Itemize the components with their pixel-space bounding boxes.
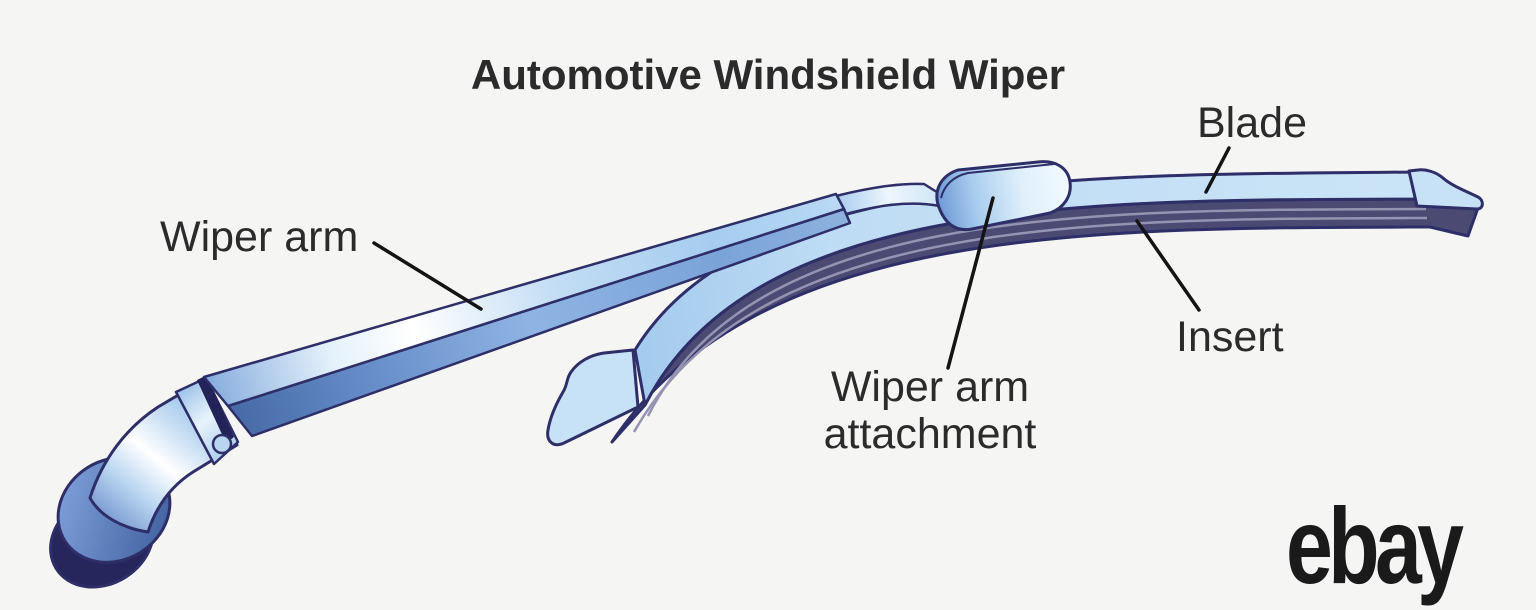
attachment-body: [935, 160, 1072, 232]
blade-right-end-cap: [1407, 168, 1484, 211]
label-insert: Insert: [1176, 313, 1284, 361]
blade-left-end-cap: [546, 348, 640, 447]
ebay-logo: ebay: [1286, 485, 1464, 606]
page-title: Automotive Windshield Wiper: [470, 51, 1066, 98]
insert-stripe-upper: [646, 207, 1427, 417]
leader-lines: [372, 146, 1231, 370]
wiper-arm-attachment: [935, 160, 1072, 232]
leader-line-wiper-arm: [372, 241, 483, 311]
label-wiper-arm: Wiper arm: [160, 213, 359, 261]
hinge-rivet-icon: [211, 433, 233, 455]
leader-line-attachment: [946, 196, 995, 370]
leader-line-insert: [1135, 219, 1201, 312]
wiper-arm: [49, 192, 852, 589]
insert-stripe-lower: [632, 216, 1428, 433]
arm-end-edge: [197, 375, 234, 443]
attachment-facet-line: [940, 163, 1055, 199]
label-blade: Blade: [1197, 99, 1307, 147]
arm-top-face: [202, 192, 846, 408]
label-wiper-arm-attachment: Wiper arm attachment: [823, 363, 1037, 459]
leader-line-blade: [1204, 146, 1231, 194]
